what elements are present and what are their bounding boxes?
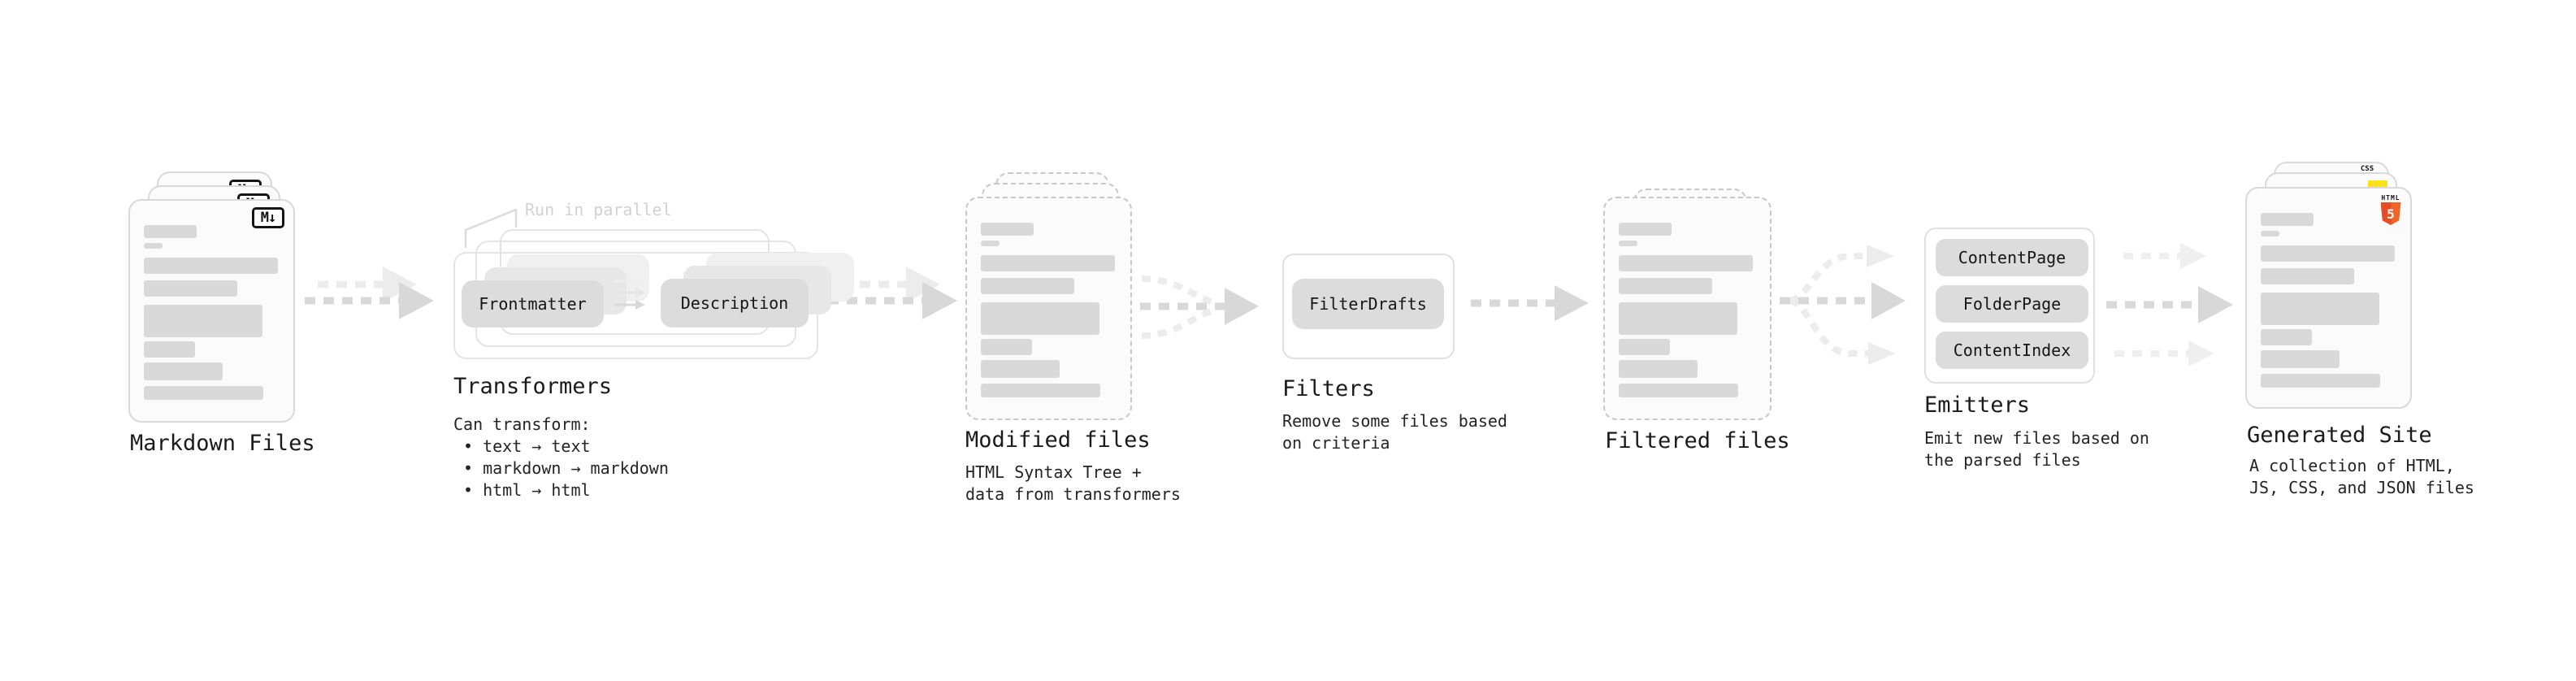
skeleton-text-bar	[144, 386, 263, 400]
skeleton-text-bar	[144, 341, 195, 358]
markdown-icon: M↓	[252, 207, 284, 228]
skeleton-text-bar	[2261, 329, 2312, 345]
emitters-subtitle: Emit new files based on the parsed files	[1924, 427, 2149, 471]
notes-title: Can transform:	[453, 414, 591, 434]
arrow-filters-to-filtered-icon	[1471, 285, 1589, 321]
arrow-modified-to-filters-icon	[1140, 275, 1259, 339]
subtitle-line: the parsed files	[1924, 450, 2081, 470]
filters-label: Filters	[1282, 376, 1375, 401]
description-pill: Description	[661, 279, 809, 327]
frontmatter-pill: Frontmatter	[462, 280, 604, 327]
html5-shield-icon: 5	[2380, 202, 2401, 225]
skeleton-text-bar	[144, 258, 278, 274]
note-item: • markdown → markdown	[463, 458, 669, 478]
html5-file-icon: HTML 5	[2379, 194, 2403, 225]
skeleton-text-bar	[2261, 268, 2354, 284]
skeleton-text-bar	[981, 241, 1000, 246]
filterdrafts-pill: FilterDrafts	[1292, 279, 1444, 329]
skeleton-text-bar	[1619, 278, 1712, 294]
skeleton-text-bar	[2261, 350, 2340, 368]
skeleton-text-bar	[1619, 384, 1738, 397]
skeleton-text-bar	[981, 223, 1034, 236]
transformers-label: Transformers	[453, 374, 613, 399]
skeleton-text-bar	[981, 255, 1115, 271]
modified-files-label: Modified files	[965, 427, 1151, 453]
markdown-files-label: Markdown Files	[130, 431, 315, 456]
skeleton-text-bar	[144, 243, 163, 249]
parallel-run-arrows-icon	[614, 276, 645, 310]
skeleton-text-bar	[981, 360, 1060, 378]
site-file-card: HTML 5	[2245, 187, 2412, 409]
modified-file-card	[965, 197, 1132, 420]
generated-site-label: Generated Site	[2247, 423, 2432, 448]
annotation-leader-line-icon	[464, 208, 518, 248]
skeleton-text-bar	[2261, 231, 2279, 236]
subtitle-line: data from transformers	[965, 484, 1181, 504]
filters-subtitle: Remove some files based on criteria	[1282, 410, 1507, 454]
arrow-emitters-to-site-icon	[2106, 243, 2233, 367]
skeleton-text-bar	[1619, 241, 1637, 246]
subtitle-line: A collection of HTML,	[2249, 456, 2455, 475]
arrow-filtered-to-emitters-icon	[1780, 245, 1906, 365]
subtitle-line: HTML Syntax Tree +	[965, 462, 1142, 482]
emitters-group-box: ContentPage FolderPage ContentIndex	[1924, 228, 2095, 384]
javascript-file-icon	[2368, 180, 2387, 189]
skeleton-text-bar	[1619, 223, 1672, 236]
note-item: • html → html	[463, 480, 591, 500]
transformers-notes: Can transform: • text → text • markdown …	[453, 414, 669, 501]
css-badge-label: CSS	[2360, 165, 2374, 173]
filtered-file-card	[1603, 197, 1772, 420]
skeleton-text-bar	[2261, 213, 2314, 226]
skeleton-text-bar	[1619, 339, 1670, 355]
skeleton-text-bar	[1619, 302, 1737, 335]
subtitle-line: on criteria	[1282, 433, 1390, 453]
contentindex-pill: ContentIndex	[1936, 332, 2088, 369]
arrow-markdown-to-transformers-icon	[305, 267, 434, 319]
skeleton-text-bar	[144, 305, 262, 337]
markdown-file-card: M↓	[128, 199, 295, 423]
folderpage-pill: FolderPage	[1936, 285, 2088, 323]
filtered-files-label: Filtered files	[1605, 428, 1790, 453]
arrow-transformers-to-modified-icon	[828, 267, 957, 319]
skeleton-text-bar	[1619, 255, 1753, 271]
subtitle-line: Remove some files based	[1282, 411, 1507, 431]
skeleton-text-bar	[1619, 360, 1698, 378]
modified-files-subtitle: HTML Syntax Tree + data from transformer…	[965, 462, 1181, 505]
skeleton-text-bar	[981, 339, 1032, 355]
skeleton-text-bar	[144, 362, 223, 380]
skeleton-text-bar	[981, 384, 1100, 397]
skeleton-text-bar	[144, 225, 197, 238]
skeleton-text-bar	[2261, 374, 2380, 388]
run-in-parallel-annotation: Run in parallel	[525, 200, 672, 219]
subtitle-line: JS, CSS, and JSON files	[2249, 478, 2474, 497]
skeleton-text-bar	[144, 280, 237, 297]
skeleton-text-bar	[2261, 245, 2395, 262]
skeleton-text-bar	[981, 278, 1074, 294]
contentpage-pill: ContentPage	[1936, 239, 2088, 276]
emitters-label: Emitters	[1924, 393, 2031, 418]
subtitle-line: Emit new files based on	[1924, 428, 2149, 448]
skeleton-text-bar	[2261, 293, 2379, 325]
skeleton-text-bar	[981, 302, 1099, 335]
html5-badge-label: HTML	[2381, 194, 2400, 202]
generated-site-subtitle: A collection of HTML, JS, CSS, and JSON …	[2249, 455, 2474, 499]
note-item: • text → text	[463, 436, 591, 456]
